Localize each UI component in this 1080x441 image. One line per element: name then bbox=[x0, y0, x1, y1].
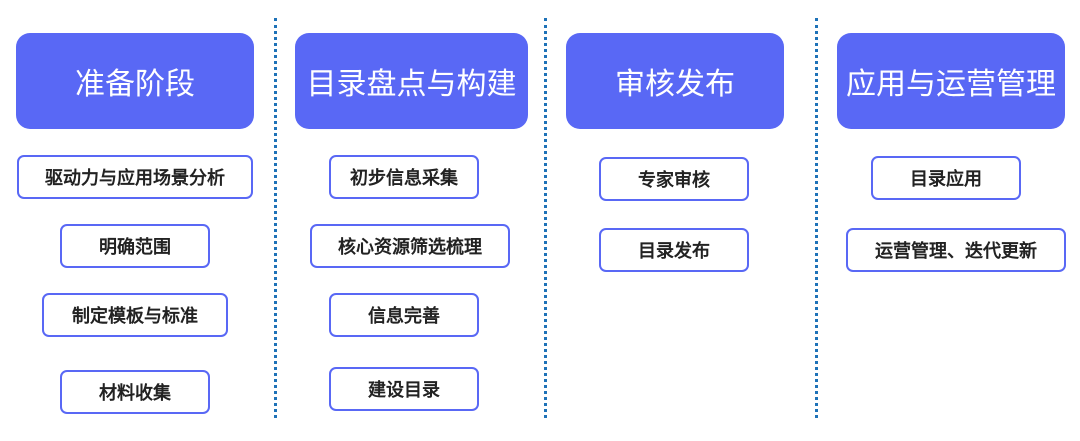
step-define-scope: 明确范围 bbox=[60, 224, 210, 268]
stage-header-preparation: 准备阶段 bbox=[16, 33, 254, 129]
step-core-resource-screening: 核心资源筛选梳理 bbox=[310, 224, 510, 268]
step-driver-scenario-analysis: 驱动力与应用场景分析 bbox=[17, 155, 253, 199]
step-info-completion: 信息完善 bbox=[329, 293, 479, 337]
stage-header-application-operation: 应用与运营管理 bbox=[837, 33, 1065, 129]
step-material-collection: 材料收集 bbox=[60, 370, 210, 414]
column-divider-1 bbox=[274, 18, 277, 418]
step-operation-iteration: 运营管理、迭代更新 bbox=[846, 228, 1066, 272]
step-catalog-application: 目录应用 bbox=[871, 156, 1021, 200]
column-divider-2 bbox=[544, 18, 547, 418]
stage-header-catalog-inventory: 目录盘点与构建 bbox=[295, 33, 528, 129]
stage-header-review-publish: 审核发布 bbox=[566, 33, 784, 129]
step-catalog-publish: 目录发布 bbox=[599, 228, 749, 272]
step-initial-info-collection: 初步信息采集 bbox=[329, 155, 479, 199]
step-build-catalog: 建设目录 bbox=[329, 367, 479, 411]
step-template-standard: 制定模板与标准 bbox=[42, 293, 228, 337]
step-expert-review: 专家审核 bbox=[599, 157, 749, 201]
column-divider-3 bbox=[815, 18, 818, 418]
